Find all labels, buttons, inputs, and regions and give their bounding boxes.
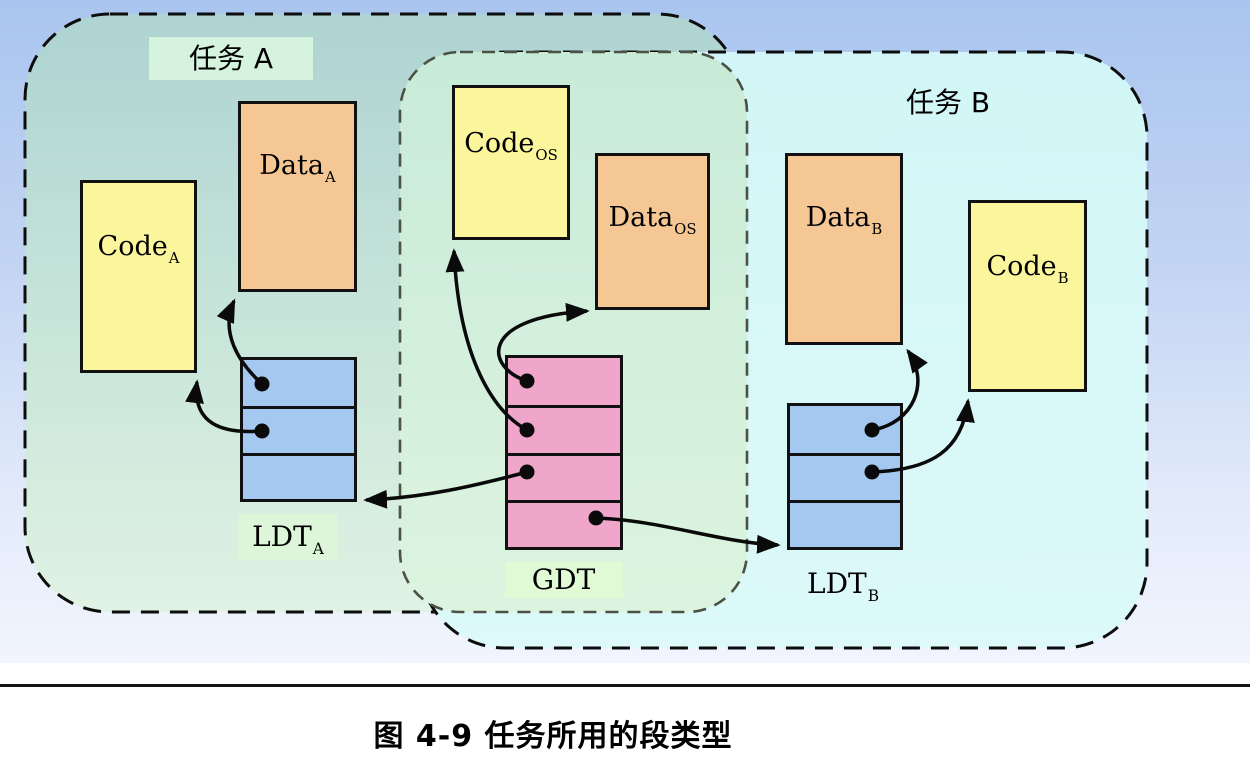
figure-caption: 图 4-9 任务所用的段类型 — [373, 719, 733, 754]
segment-data-os-text: Data — [608, 202, 674, 233]
table-row — [243, 360, 354, 406]
segment-data-os: DataOS — [595, 153, 710, 310]
segment-code-b-subscript: B — [1057, 268, 1069, 287]
table-row — [508, 499, 620, 547]
segment-data-b: DataB — [785, 153, 903, 345]
ldt-a-label: LDTA — [238, 514, 338, 560]
table-row — [508, 358, 620, 405]
segment-data-a-subscript: A — [324, 167, 336, 186]
ldt-b-label-text: LDT — [806, 567, 867, 600]
ldt-b-table — [787, 403, 908, 555]
segment-code-a-text: Code — [97, 231, 168, 262]
segment-data-a-text: Data — [259, 150, 324, 181]
task-a-label: 任务 A — [149, 37, 313, 80]
caption-divider-line — [0, 684, 1250, 687]
segment-code-b-text: Code — [986, 251, 1057, 282]
table-row — [790, 406, 900, 453]
segment-data-os-subscript: OS — [674, 219, 697, 238]
segment-code-a-subscript: A — [168, 248, 180, 267]
segment-code-os: CodeOS — [452, 85, 570, 240]
table-row — [790, 500, 900, 547]
task-b-label: 任务 B — [905, 86, 991, 119]
table-row — [790, 453, 900, 500]
ldt-b-label: LDTB — [793, 566, 893, 605]
segment-data-b-subscript: B — [871, 219, 883, 238]
segment-code-a: CodeA — [80, 180, 197, 373]
table-row — [508, 452, 620, 500]
gdt-label-text: GDT — [531, 563, 596, 596]
gdt-label: GDT — [505, 562, 623, 598]
ldt-b-label-subscript: B — [867, 586, 880, 605]
gdt-table — [505, 355, 628, 555]
segment-data-a: DataA — [238, 101, 357, 292]
segment-code-os-subscript: OS — [535, 145, 558, 164]
table-row — [243, 406, 354, 452]
segment-code-os-text: Code — [464, 128, 535, 159]
table-row — [508, 405, 620, 452]
segment-code-b: CodeB — [968, 200, 1087, 392]
ldt-a-table — [240, 357, 362, 507]
ldt-a-label-text: LDT — [252, 520, 312, 553]
ldt-a-label-subscript: A — [312, 539, 324, 558]
segment-data-b-text: Data — [805, 202, 871, 233]
table-row — [243, 452, 354, 499]
